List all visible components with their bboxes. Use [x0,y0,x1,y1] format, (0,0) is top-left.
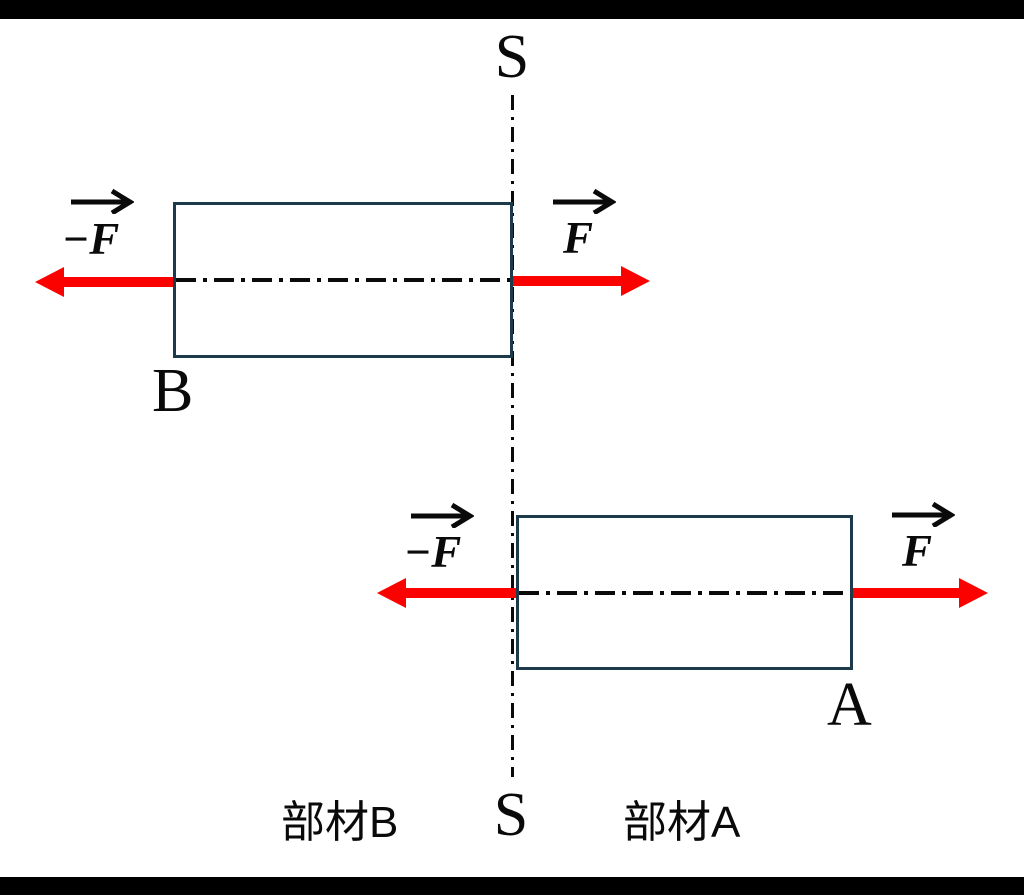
arrow-shaft [59,277,173,287]
vector-overbar-arrow-icon [891,501,955,527]
force-b-right-label: F [563,213,594,263]
member-a-rectangle [516,515,853,670]
letterbox-top-bar [0,0,1024,19]
force-b-left-label: −F [62,214,120,264]
vector-overbar-arrow-icon [410,502,474,528]
arrow-shaft [853,588,964,598]
arrowhead-right-icon [959,578,988,608]
member-a-label: A [827,671,872,739]
member-a-centerline [519,591,850,595]
arrowhead-right-icon [621,266,650,296]
member-b-label: B [152,357,194,425]
section-label-bottom: S [493,781,529,849]
section-cut-line [511,95,514,777]
member-b-caption: 部材B [281,798,399,847]
member-b-rectangle [173,202,513,358]
force-a-right-label: F [902,526,933,576]
arrow-shaft [513,276,626,286]
force-arrow-a-right-icon [853,578,988,608]
force-arrow-b-left-icon [35,267,173,297]
vector-overbar-arrow-icon [552,188,616,214]
vector-overbar-arrow-icon [70,188,134,214]
force-a-left-label: −F [404,527,462,577]
member-b-centerline [176,278,510,282]
arrow-shaft [401,588,516,598]
section-label-top: S [494,23,530,91]
force-arrow-a-left-icon [377,578,516,608]
letterbox-bottom-bar [0,877,1024,895]
force-arrow-b-right-icon [513,266,650,296]
member-a-caption: 部材A [623,798,741,847]
